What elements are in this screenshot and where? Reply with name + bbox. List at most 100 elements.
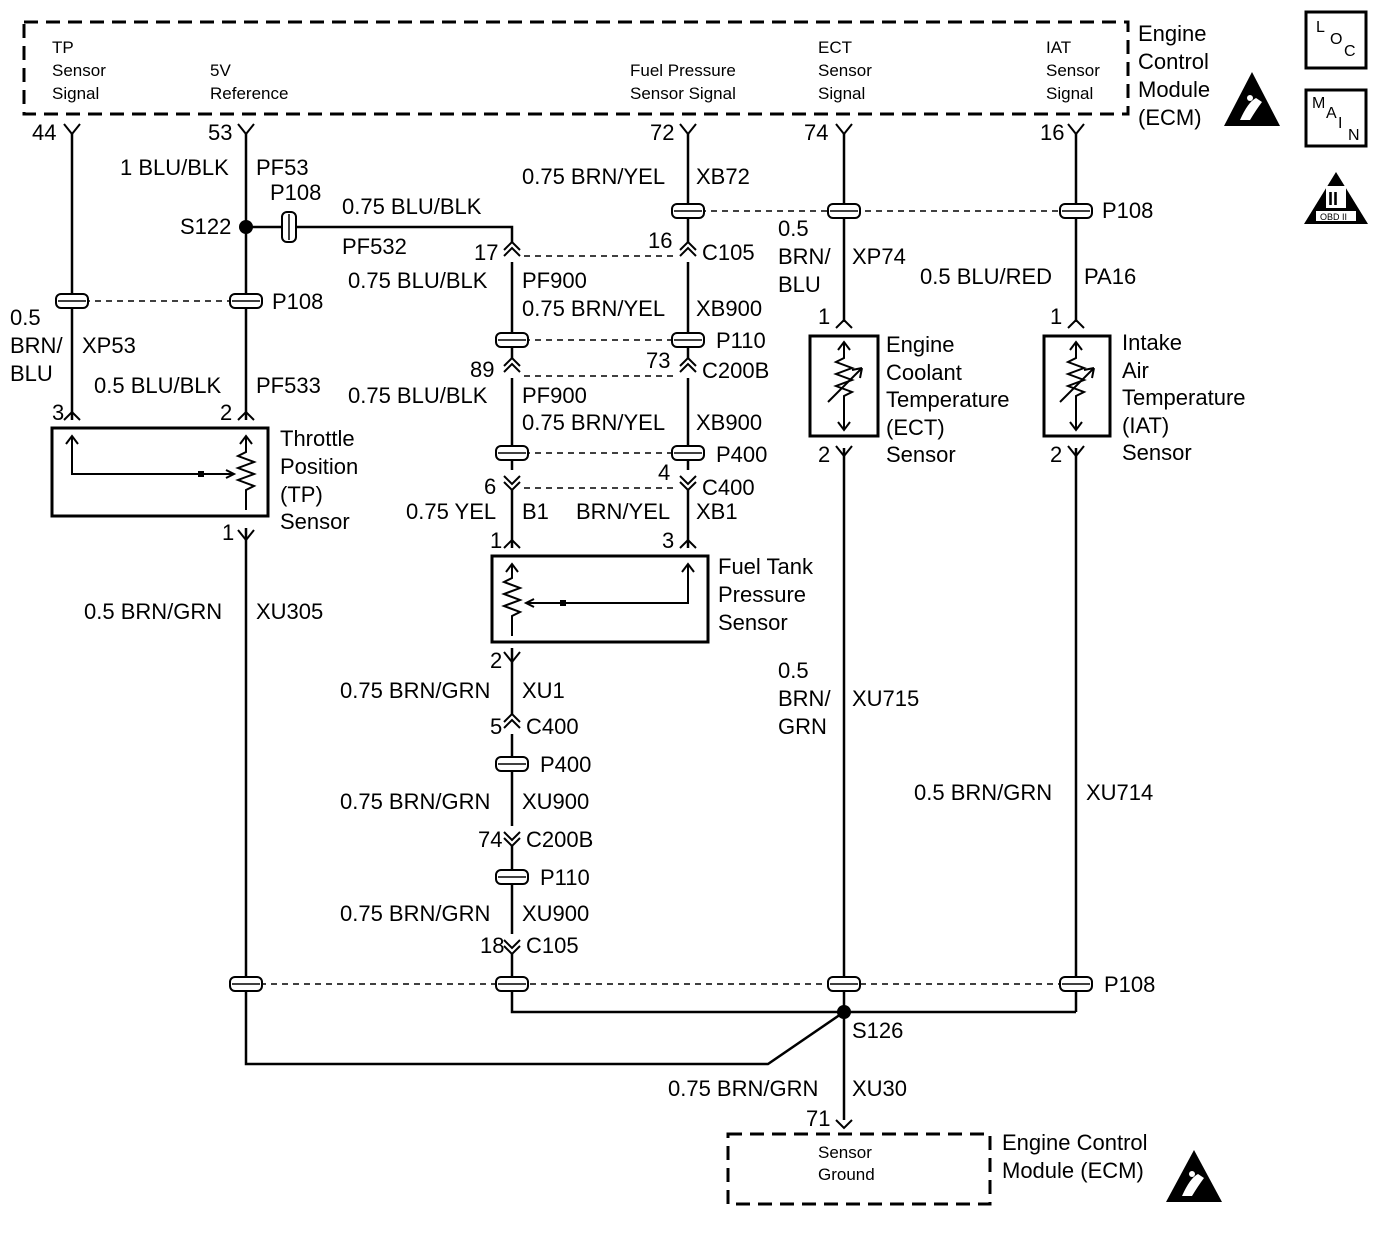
ecm-bottom-title: Engine Control Module (ECM) [1002,1130,1154,1183]
svg-text:C400: C400 [702,475,755,500]
tp-sensor-label: Throttle Position (TP) Sensor [280,426,364,534]
svg-text:BLU: BLU [10,361,53,386]
svg-text:0.5: 0.5 [10,305,41,330]
svg-text:4: 4 [658,460,670,485]
svg-text:XB900: XB900 [696,410,762,435]
ect-sensor: 1 2 Engine Coolant Temperature (ECT) Sen… [808,304,1016,467]
svg-text:C200B: C200B [526,827,593,852]
svg-text:0.5 BLU/RED: 0.5 BLU/RED [920,264,1052,289]
fuel-tank-sensor-label: Fuel Tank Pressure Sensor [718,554,819,635]
svg-text:O: O [1330,31,1342,48]
connector-labels: P108 P108 P108 P108 P110 P110 P400 P400 … [270,180,1155,997]
svg-text:0.75 BLU/BLK: 0.75 BLU/BLK [342,194,482,219]
svg-text:P110: P110 [716,328,766,353]
svg-text:BRN/: BRN/ [10,333,63,358]
svg-text:C: C [1344,43,1356,60]
svg-text:XU305: XU305 [256,599,323,624]
svg-text:P108: P108 [1102,198,1153,223]
svg-text:M: M [1312,95,1325,112]
svg-text:2: 2 [1050,442,1062,467]
svg-text:0.5 BLU/BLK: 0.5 BLU/BLK [94,373,222,398]
svg-text:0.75 BRN/YEL: 0.75 BRN/YEL [522,296,665,321]
svg-text:P108: P108 [270,180,321,205]
svg-text:2: 2 [818,442,830,467]
svg-text:XP74: XP74 [852,244,906,269]
ecm-pin-label-fuel: Fuel Pressure Sensor Signal [630,61,741,103]
svg-text:C105: C105 [526,933,579,958]
connector-ties [84,210,1060,985]
svg-text:0.5 BRN/GRN: 0.5 BRN/GRN [84,599,222,624]
iat-sensor-label: Intake Air Temperature (IAT) Sensor [1122,330,1252,465]
svg-text:53: 53 [208,120,232,145]
svg-text:P400: P400 [540,752,591,777]
svg-text:XU900: XU900 [522,901,589,926]
svg-text:0.75 BLU/BLK: 0.75 BLU/BLK [348,268,488,293]
svg-text:0.75 BRN/GRN: 0.75 BRN/GRN [340,901,490,926]
svg-text:44: 44 [32,120,56,145]
svg-text:XU1: XU1 [522,678,565,703]
svg-text:C200B: C200B [702,358,769,383]
tp-sensor: 3 2 1 Throttle Position (TP) Sensor [50,400,364,545]
svg-text:0.5 BRN/GRN: 0.5 BRN/GRN [914,780,1052,805]
svg-text:3: 3 [52,400,64,425]
esd-warning-icon [1166,1150,1222,1202]
inline-connectors [55,203,1093,992]
svg-text:BLU: BLU [778,272,821,297]
svg-text:5: 5 [490,714,502,739]
ect-sensor-label: Engine Coolant Temperature (ECT) Sensor [886,332,1016,467]
svg-text:0.75 BRN/GRN: 0.75 BRN/GRN [340,789,490,814]
svg-text:73: 73 [646,348,670,373]
svg-text:0.75 BRN/GRN: 0.75 BRN/GRN [340,678,490,703]
splice-s122: S122 [180,214,231,239]
svg-text:OBD II: OBD II [1320,212,1347,222]
svg-text:1: 1 [818,304,830,329]
svg-text:0.75 BRN/GRN: 0.75 BRN/GRN [668,1076,818,1101]
loc-icon[interactable]: L O C [1304,10,1368,70]
svg-text:P108: P108 [272,289,323,314]
svg-text:BRN/: BRN/ [778,244,831,269]
svg-text:PF53: PF53 [256,155,309,180]
svg-text:XU30: XU30 [852,1076,907,1101]
svg-text:3: 3 [662,528,674,553]
svg-text:P400: P400 [716,442,767,467]
svg-text:74: 74 [478,827,502,852]
svg-text:XU900: XU900 [522,789,589,814]
svg-text:PF900: PF900 [522,268,587,293]
svg-text:GRN: GRN [778,714,827,739]
ecm-pin-label-ect: ECT Sensor Signal [818,38,877,103]
chevron-terminals [63,240,1085,1130]
svg-text:18: 18 [480,933,504,958]
svg-text:0.5: 0.5 [778,658,809,683]
svg-text:XB72: XB72 [696,164,750,189]
svg-text:L: L [1316,19,1325,36]
svg-text:A: A [1326,105,1337,122]
svg-text:PF533: PF533 [256,373,321,398]
svg-text:1: 1 [490,528,502,553]
svg-text:XU715: XU715 [852,686,919,711]
ecm-top-pins: 44 53 72 74 16 [32,120,1085,145]
svg-text:XU714: XU714 [1086,780,1153,805]
svg-text:0.75 YEL: 0.75 YEL [406,499,496,524]
svg-text:2: 2 [490,648,502,673]
svg-text:N: N [1348,127,1360,144]
splice-s126: S126 [852,1018,903,1043]
svg-text:XB900: XB900 [696,296,762,321]
svg-text:II: II [1328,189,1338,209]
ecm-bottom-module: 71 Sensor Ground Engine Control Module (… [726,1106,1222,1206]
ecm-top-module: TP Sensor Signal 5V Reference Fuel Press… [22,20,1280,130]
svg-text:C400: C400 [526,714,579,739]
esd-warning-icon [1224,72,1280,126]
svg-text:1 BLU/BLK: 1 BLU/BLK [120,155,229,180]
svg-text:B1: B1 [522,499,549,524]
svg-text:PF900: PF900 [522,383,587,408]
svg-text:1: 1 [1050,304,1062,329]
svg-text:2: 2 [220,400,232,425]
svg-text:0.75 BRN/YEL: 0.75 BRN/YEL [522,164,665,189]
main-icon[interactable]: M A I N [1304,88,1368,148]
svg-text:I: I [1338,115,1342,132]
svg-text:16: 16 [1040,120,1064,145]
ecm-bottom-ground-label: Sensor Ground [818,1143,877,1184]
svg-text:1: 1 [222,520,234,545]
splices: S122 S126 [180,214,903,1043]
